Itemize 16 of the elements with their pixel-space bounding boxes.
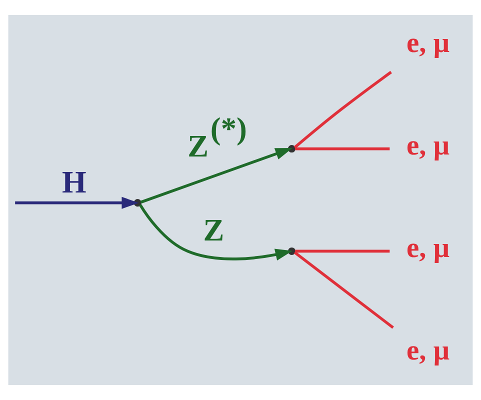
node-text: e, μ (406, 232, 450, 264)
arrow (140, 148, 292, 204)
node-point (134, 199, 142, 207)
node-text: e, μ (406, 130, 450, 162)
connector (295, 147, 390, 150)
connector (294, 251, 394, 329)
edge-label: H (62, 164, 86, 200)
node-text: e, μ (406, 28, 450, 59)
arrow (139, 204, 292, 260)
connector (295, 250, 390, 253)
edge-label: Z (203, 212, 224, 248)
node-point (288, 247, 296, 256)
connector (294, 70, 392, 149)
arrow (15, 196, 139, 209)
node-point (288, 144, 296, 153)
node-text: e, μ (406, 335, 450, 366)
